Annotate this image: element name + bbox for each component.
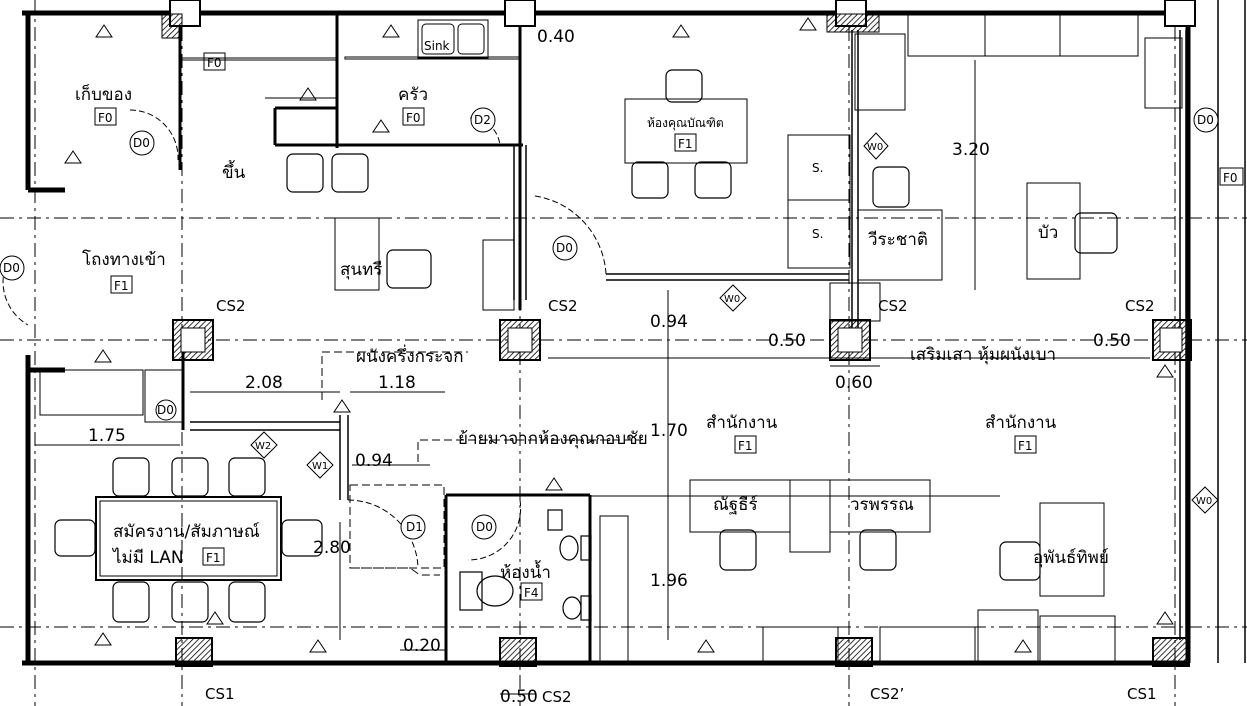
dim-060: 0.60 — [835, 373, 873, 393]
col-cs2-e: CS2 — [542, 688, 572, 706]
accounting-desk — [624, 98, 748, 164]
sunri-desk — [334, 217, 380, 291]
finish-tag-storage: F0 — [98, 111, 113, 125]
label-moved-from: ย้ายมาจากห้องคุณกอบชัย — [458, 429, 648, 449]
dim-175: 1.75 — [88, 426, 126, 446]
dim-196: 1.96 — [650, 571, 688, 591]
person-worapon: วรพรรณ — [850, 495, 914, 515]
person-bua: บัว — [1038, 223, 1058, 243]
columns — [161, 0, 1196, 667]
dim-020: 0.20 — [403, 636, 441, 656]
col-cs2-prime: CS2’ — [870, 685, 904, 703]
bua-desk — [1026, 182, 1081, 280]
room-office-left: สำนักงาน — [706, 413, 778, 433]
label-sink: Sink — [424, 39, 450, 53]
column-cs1-a — [175, 637, 213, 667]
furniture — [39, 13, 1183, 662]
column-cs2-e — [499, 637, 537, 667]
label-glass-wall: ผนังครึ่งกระจก — [356, 344, 464, 367]
room-accounting: ห้องคุณบัณฑิต — [647, 116, 724, 131]
dim-050c: 0.50 — [500, 687, 538, 706]
tag-symbols — [0, 107, 1219, 540]
col-cs1-b: CS1 — [1127, 685, 1157, 703]
finish-tag-far-right: F0 — [1223, 171, 1238, 185]
door-d0-small: D0 — [157, 403, 174, 417]
finish-tag-office-left: F1 — [738, 439, 753, 453]
finish-tag-boxes — [94, 52, 1244, 601]
window-w0-b: W0 — [724, 294, 740, 305]
label-s1: S. — [812, 161, 823, 175]
col-cs2-d: CS2 — [1125, 297, 1155, 315]
finish-tag-accounting: F1 — [678, 137, 693, 151]
chairs — [54, 69, 1118, 623]
window-w2: W2 — [255, 441, 271, 452]
column-cs2-c — [829, 319, 871, 361]
door-d0-right: D0 — [1197, 113, 1214, 127]
window-w0-right: W0 — [1196, 496, 1212, 507]
door-d0-left: D0 — [3, 261, 20, 275]
room-no-lan: ไม่มี LAN — [111, 547, 184, 568]
window-w1: W1 — [312, 461, 328, 472]
person-aphinya: อุพันธ์ทิพย์ — [1033, 548, 1109, 568]
finish-tag-kitchen: F0 — [406, 111, 421, 125]
dim-280: 2.80 — [313, 538, 351, 558]
window-w0-a: W0 — [867, 142, 883, 153]
finish-tag-office-right: F1 — [1018, 439, 1033, 453]
dimension-lines — [35, 60, 1150, 695]
person-sunri: สุนทรี — [340, 260, 382, 280]
dim-118: 1.18 — [378, 373, 416, 393]
room-interview: สมัครงาน/สัมภาษณ์ — [113, 522, 260, 542]
bathroom-fixtures — [459, 509, 592, 621]
person-wirachat: วีระชาติ — [868, 230, 928, 250]
dim-170: 1.70 — [650, 421, 688, 441]
label-stair-up: ขึ้น — [222, 160, 246, 183]
col-cs1-a: CS1 — [205, 685, 235, 703]
dim-050a: 0.50 — [768, 331, 806, 351]
door-d1: D1 — [406, 520, 423, 534]
dim-094a: 0.94 — [650, 312, 688, 332]
worapon-desk — [829, 479, 931, 533]
door-d2-kitchen: D2 — [474, 113, 491, 127]
small-triangles — [64, 17, 1174, 653]
room-kitchen: ครัว — [398, 85, 428, 105]
room-storage: เก็บของ — [75, 83, 132, 105]
dim-208: 2.08 — [245, 373, 283, 393]
column-cs1-b — [1152, 637, 1190, 667]
cabinet-s2 — [787, 199, 851, 269]
finish-tag-bathroom: F4 — [524, 586, 539, 600]
room-office-right: สำนักงาน — [985, 413, 1057, 433]
col-cs2-a: CS2 — [216, 297, 246, 315]
finish-tag-interview: F1 — [206, 551, 221, 565]
label-column-note: เสริมเสา หุ้มผนังเบา — [910, 345, 1056, 365]
wirachat-desk — [857, 209, 943, 281]
room-bathroom: ห้องน้ำ — [500, 560, 551, 583]
door-d0-mid: D0 — [556, 241, 573, 255]
person-natthiree: ณัฐธีร์ — [713, 495, 758, 515]
dim-320: 3.20 — [952, 140, 990, 160]
door-d0-storage: D0 — [133, 136, 150, 150]
finish-tag-entrance: F1 — [114, 279, 129, 293]
column-cs2-prime — [835, 637, 873, 667]
dim-050b: 0.50 — [1093, 331, 1131, 351]
room-entrance-hall: โถงทางเข้า — [82, 249, 166, 270]
dim-040: 0.40 — [537, 27, 575, 47]
col-cs2-c: CS2 — [878, 297, 908, 315]
col-cs2-b: CS2 — [548, 297, 578, 315]
dashed-outlines — [321, 351, 640, 576]
door-d0-bath: D0 — [476, 520, 493, 534]
finish-tag-stair: F0 — [207, 56, 222, 70]
label-s2: S. — [812, 227, 823, 241]
interview-table — [95, 496, 282, 581]
dim-094b: 0.94 — [355, 451, 393, 471]
